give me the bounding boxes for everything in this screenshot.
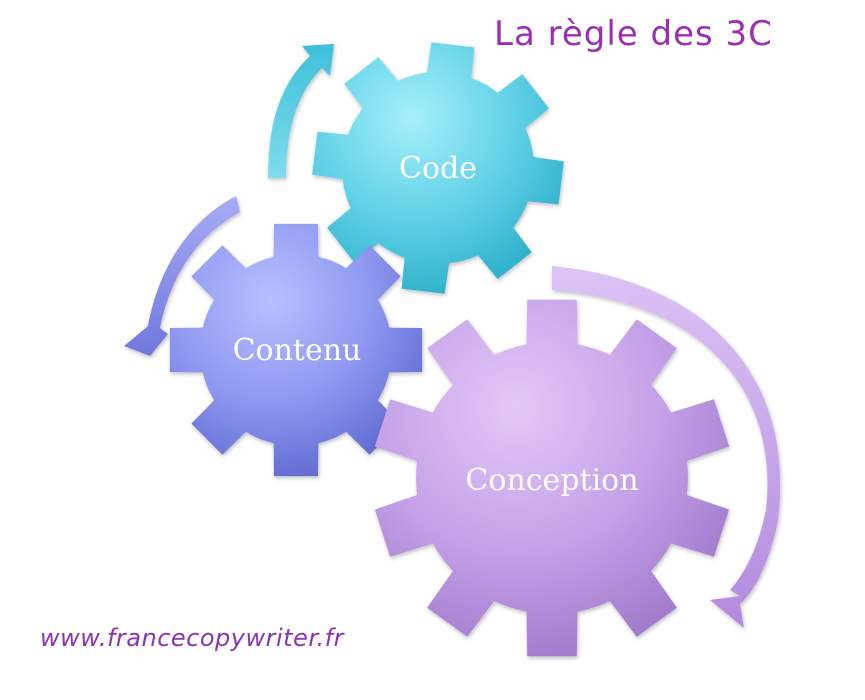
gear-contenu: [169, 223, 423, 477]
gear-label-code: Code: [399, 151, 477, 186]
conception-cycle-arrow: [552, 266, 781, 628]
diagram-title: La règle des 3C: [494, 14, 773, 54]
gear-label-contenu: Contenu: [233, 333, 362, 368]
code-cycle-arrow: [268, 44, 334, 178]
gear-code: [312, 42, 564, 294]
gear-label-conception: Conception: [465, 463, 638, 498]
gear-conception: [374, 299, 730, 657]
website-footer: www.francecopywriter.fr: [40, 624, 344, 652]
contenu-cycle-arrow: [124, 196, 240, 356]
